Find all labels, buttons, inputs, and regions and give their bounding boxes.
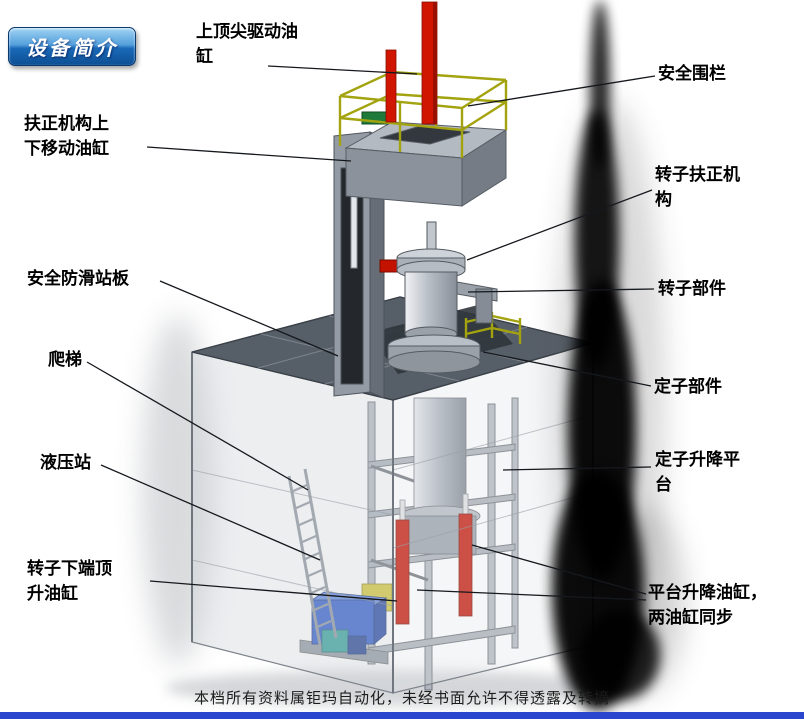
rotor-assembly: [379, 221, 498, 374]
enclosure-walls: [191, 342, 594, 694]
callout-rotor-part: 转子部件: [658, 279, 726, 298]
callout-top-spindle-cylinder: 上顶尖驱动油 缸: [196, 22, 298, 66]
ink-smudge: [552, 0, 685, 710]
callout-ladder: 爬梯: [48, 350, 82, 369]
drive-cylinders: [385, 1, 438, 125]
callout-safety-fence: 安全围栏: [658, 64, 726, 83]
callout-platform-lift-cylinders: 平台升降油缸， 两油缸同步: [648, 583, 767, 627]
ladder: [287, 468, 338, 646]
bottom-accent-bar: [0, 712, 804, 719]
callout-rotor-bottom-jack-cylinder: 转子下端顶 升油缸: [27, 559, 112, 603]
confidentiality-note: 本档所有资料属钜玛自动化，未经书面允许不得透露及转摘: [193, 691, 610, 707]
callout-stator-part: 定子部件: [654, 377, 722, 396]
title-badge: 设备简介: [8, 27, 136, 66]
callout-straightener-lift-cylinder: 扶正机构上 下移动油缸: [24, 114, 109, 158]
callout-rotor-straightener: 转子扶正机 构: [655, 165, 740, 209]
head-box: [344, 111, 508, 207]
enclosure-shadow: [142, 315, 625, 706]
leader-lines: [86, 65, 656, 602]
callout-hydraulic-station: 液压站: [40, 453, 91, 472]
callout-anti-slip-platform: 安全防滑站板: [27, 269, 129, 288]
callout-stator-lift-platform: 定子升降平 台: [655, 450, 740, 494]
